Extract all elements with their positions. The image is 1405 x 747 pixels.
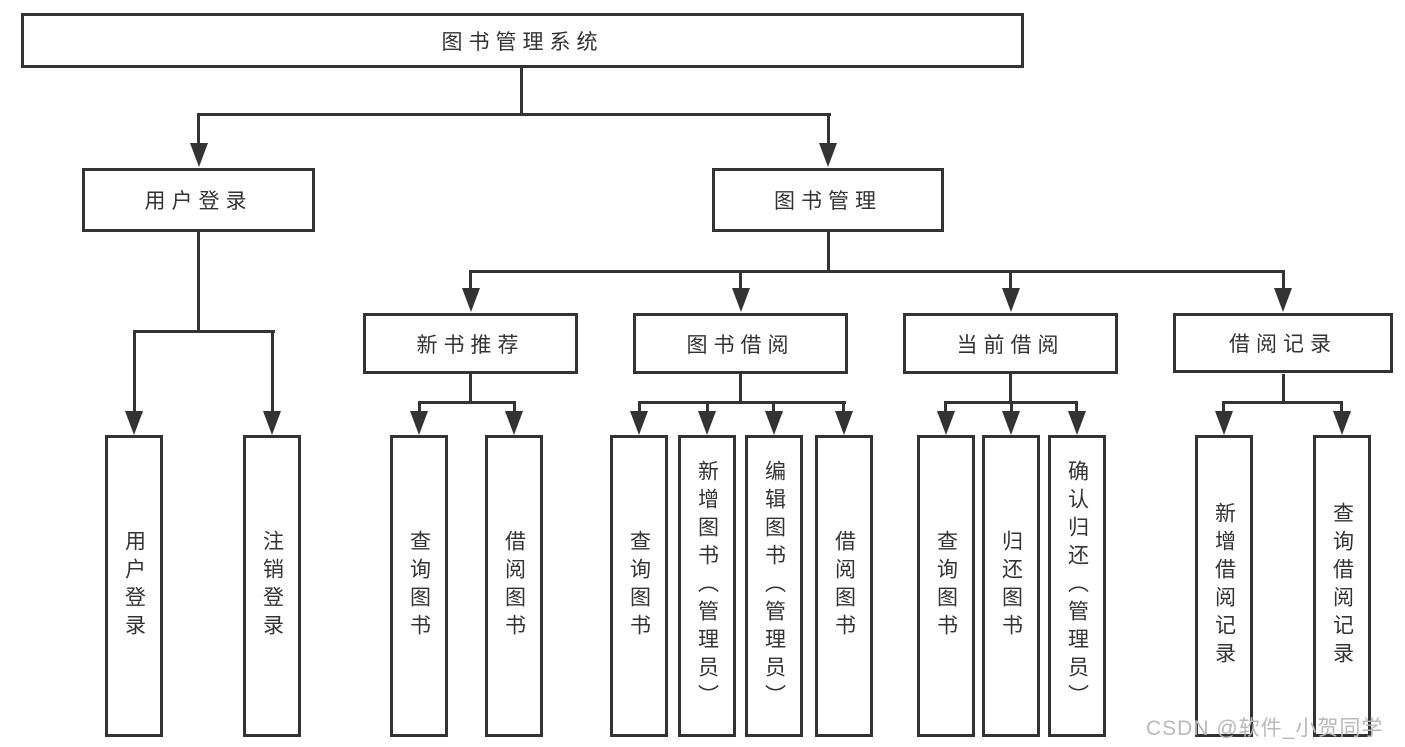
connector-bookmgmt-drop-3: [1009, 270, 1012, 289]
leaf-nbr-borrow-books-label: 借阅图书: [502, 530, 526, 642]
connector-bookmgmt-hline: [469, 270, 1285, 273]
connector-userlogin-vline: [197, 232, 200, 333]
leaf-br-add-record: 新增借阅记录: [1195, 435, 1253, 737]
leaf-cb-query-books: 查询图书: [917, 435, 975, 737]
arrowhead-down-icon: [410, 411, 428, 435]
connector-nbr-hline: [418, 401, 516, 404]
connector-bookmgmt-drop-2: [739, 270, 742, 289]
connector-bb-drop-4: [842, 401, 845, 411]
node-current-borrowing-label: 当前借阅: [956, 333, 1065, 357]
node-book-borrowing: 图书借阅: [633, 313, 848, 374]
leaf-cb-confirm-return-admin-label: 确认归还（管理员）: [1065, 460, 1089, 712]
node-book-management-label: 图书管理: [774, 190, 882, 213]
connector-br-drop-2: [1340, 401, 1343, 411]
leaf-br-add-record-label: 新增借阅记录: [1212, 502, 1236, 670]
connector-br-drop-1: [1222, 401, 1225, 411]
connector-cb-drop-2: [1010, 401, 1013, 411]
arrowhead-down-icon: [1274, 288, 1292, 312]
leaf-bb-query-books: 查询图书: [610, 435, 668, 737]
node-book-borrowing-label: 图书借阅: [686, 333, 795, 357]
node-borrowing-records: 借阅记录: [1173, 313, 1393, 373]
connector-root-drop-right: [827, 113, 830, 145]
leaf-br-query-record: 查询借阅记录: [1313, 435, 1371, 737]
connector-root-hline: [197, 113, 831, 116]
connector-nbr-drop-2: [513, 401, 516, 411]
arrowhead-down-icon: [835, 411, 853, 435]
connector-cb-drop-3: [1075, 401, 1078, 411]
connector-bb-drop-1: [638, 401, 641, 411]
leaf-logout: 注销登录: [243, 435, 301, 737]
node-user-login-label: 用户登录: [144, 190, 253, 213]
node-new-book-recommend: 新书推荐: [363, 313, 578, 374]
node-library-system: 图书管理系统: [21, 13, 1024, 68]
connector-bookmgmt-drop-1: [469, 270, 472, 289]
leaf-bb-edit-book-admin-label: 编辑图书（管理员）: [762, 460, 786, 712]
leaf-cb-return-book: 归还图书: [982, 435, 1040, 737]
leaf-cb-confirm-return-admin: 确认归还（管理员）: [1048, 435, 1106, 737]
leaf-bb-add-book-admin: 新增图书（管理员）: [678, 435, 736, 737]
node-user-login: 用户登录: [82, 168, 315, 232]
connector-bb-hline: [638, 401, 846, 404]
leaf-nbr-query-books-label: 查询图书: [407, 530, 431, 642]
node-new-book-recommend-label: 新书推荐: [416, 333, 525, 357]
leaf-bb-add-book-admin-label: 新增图书（管理员）: [695, 460, 719, 712]
connector-userlogin-drop-1: [133, 330, 136, 411]
arrowhead-down-icon: [1002, 288, 1020, 312]
connector-br-vline: [1282, 374, 1285, 403]
connector-bb-vline: [739, 374, 742, 403]
connector-bb-drop-2: [706, 401, 709, 411]
leaf-nbr-borrow-books: 借阅图书: [485, 435, 543, 737]
node-library-system-label: 图书管理系统: [441, 30, 604, 54]
arrowhead-down-icon: [263, 411, 281, 435]
connector-bookmgmt-drop-4: [1282, 270, 1285, 289]
leaf-nbr-query-books: 查询图书: [390, 435, 448, 737]
connector-nbr-drop-1: [418, 401, 421, 411]
arrowhead-down-icon: [190, 143, 208, 167]
arrowhead-down-icon: [1215, 411, 1233, 435]
leaf-bb-edit-book-admin: 编辑图书（管理员）: [745, 435, 803, 737]
connector-bookmgmt-vline: [827, 232, 830, 272]
arrowhead-down-icon: [765, 411, 783, 435]
node-borrowing-records-label: 借阅记录: [1229, 333, 1337, 356]
arrowhead-down-icon: [1002, 411, 1020, 435]
leaf-user-login: 用户登录: [105, 435, 163, 737]
arrowhead-down-icon: [937, 411, 955, 435]
watermark: CSDN @软件_小贺同学: [1146, 717, 1384, 740]
connector-root-drop-left: [197, 113, 200, 145]
leaf-logout-label: 注销登录: [260, 530, 284, 642]
leaf-cb-return-book-label: 归还图书: [999, 530, 1023, 642]
arrowhead-down-icon: [698, 411, 716, 435]
connector-root-vline: [520, 68, 523, 116]
arrowhead-down-icon: [1068, 411, 1086, 435]
leaf-bb-query-books-label: 查询图书: [627, 530, 651, 642]
connector-cb-vline: [1009, 374, 1012, 403]
leaf-bb-borrow-books-label: 借阅图书: [832, 530, 856, 642]
leaf-cb-query-books-label: 查询图书: [934, 530, 958, 642]
leaf-br-query-record-label: 查询借阅记录: [1330, 502, 1354, 670]
arrowhead-down-icon: [125, 411, 143, 435]
arrowhead-down-icon: [462, 288, 480, 312]
connector-bb-drop-3: [772, 401, 775, 411]
connector-userlogin-hline: [133, 330, 275, 333]
node-current-borrowing: 当前借阅: [903, 313, 1118, 374]
node-book-management: 图书管理: [712, 168, 944, 232]
leaf-user-login-label: 用户登录: [122, 530, 146, 642]
leaf-bb-borrow-books: 借阅图书: [815, 435, 873, 737]
arrowhead-down-icon: [630, 411, 648, 435]
arrowhead-down-icon: [819, 143, 837, 167]
arrowhead-down-icon: [505, 411, 523, 435]
connector-cb-drop-1: [944, 401, 947, 411]
arrowhead-down-icon: [1333, 411, 1351, 435]
connector-nbr-vline: [469, 374, 472, 403]
connector-br-hline: [1222, 401, 1343, 404]
connector-userlogin-drop-2: [271, 330, 274, 411]
arrowhead-down-icon: [732, 288, 750, 312]
